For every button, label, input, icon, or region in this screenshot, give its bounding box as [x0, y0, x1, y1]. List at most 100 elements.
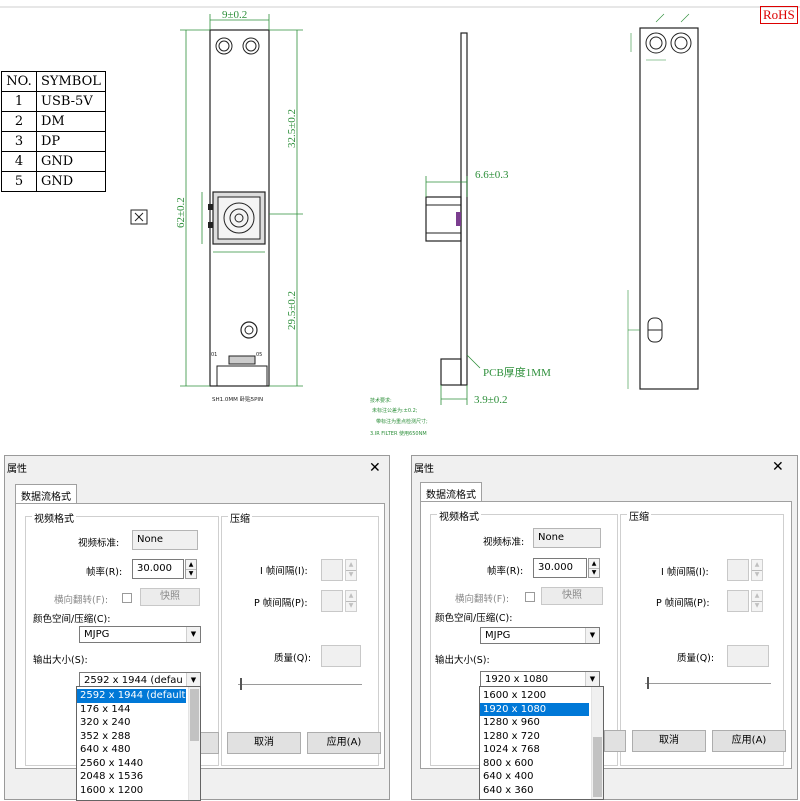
table-header-cell: NO.	[1, 71, 37, 92]
dropdown-option[interactable]: 352 x 288	[80, 730, 131, 742]
dropdown-option[interactable]: 176 x 144	[80, 703, 131, 715]
iframe-input[interactable]	[727, 559, 749, 581]
table-header-cell: SYMBOL	[36, 71, 106, 92]
tab-stream-format[interactable]: 数据流格式	[420, 482, 482, 503]
spin-down-icon[interactable]: ▼	[188, 570, 194, 577]
output-size-dropdown[interactable]: 1600 x 1200 1920 x 1080 1280 x 960 1280 …	[479, 686, 604, 800]
iframe-spinner[interactable]: ▲▼	[345, 559, 357, 581]
frame-rate-label: 帧率(R):	[86, 567, 123, 578]
spin-down-icon[interactable]: ▼	[754, 571, 760, 578]
spin-up-icon[interactable]: ▲	[346, 591, 356, 602]
dropdown-option[interactable]: 1024 x 768	[483, 744, 540, 755]
frame-rate-spinner[interactable]: ▲▼	[185, 559, 197, 579]
ok-button-partial[interactable]	[604, 730, 626, 752]
video-format-group: 视频格式	[25, 510, 219, 766]
table-row: 4 GND	[1, 151, 106, 172]
symbol-table: NO. SYMBOL 1 USB-5V 2 DM 3 DP 4 GND 5 GN…	[1, 71, 106, 192]
dropdown-option[interactable]: 1600 x 1200	[80, 784, 144, 796]
dropdown-option[interactable]: 640 x 480	[80, 744, 131, 755]
quality-slider-track[interactable]	[645, 683, 771, 684]
video-standard-label: 视频标准:	[78, 538, 120, 549]
frame-rate-input[interactable]: 30.000	[132, 559, 184, 579]
output-size-value: 2592 x 1944 (defau	[84, 675, 183, 686]
quality-slider-thumb[interactable]	[240, 678, 242, 690]
spin-down-icon[interactable]: ▼	[348, 571, 354, 578]
flip-label: 横向翻转(F):	[54, 595, 109, 606]
frame-rate-input[interactable]: 30.000	[533, 558, 587, 578]
chevron-down-icon[interactable]: ▼	[186, 627, 200, 642]
dropdown-option[interactable]: 1600 x 1200	[483, 690, 547, 701]
quality-input[interactable]	[727, 645, 769, 667]
output-size-label: 输出大小(S):	[33, 655, 88, 666]
color-space-value: MJPG	[485, 630, 511, 641]
dim-lens: 6.6±0.3	[475, 169, 509, 181]
spin-up-icon[interactable]: ▲	[752, 591, 762, 602]
compress-title: 压缩	[228, 510, 252, 525]
table-row: 2 DM	[1, 111, 106, 132]
chevron-down-icon[interactable]: ▼	[585, 628, 599, 643]
dropdown-option[interactable]: 1280 x 960	[483, 717, 540, 728]
pframe-input[interactable]	[321, 590, 343, 612]
dropdown-option[interactable]: 1920 x 1080	[480, 702, 589, 716]
color-space-select[interactable]: MJPG▼	[79, 626, 201, 643]
dim-width: 9±0.2	[222, 9, 247, 21]
spin-down-icon[interactable]: ▼	[348, 602, 354, 609]
technical-drawing: 9±0.2 62±0.2 32.5±0.2 29.5±0.2 6.6±0.3 P…	[0, 6, 800, 437]
spin-down-icon[interactable]: ▼	[591, 569, 597, 576]
dropdown-scrollbar[interactable]	[591, 687, 603, 799]
cancel-button[interactable]: 取消	[632, 730, 706, 752]
properties-dialog-left: 属性 ✕ 数据流格式 视频格式 压缩 视频标准: None 帧率(R): 30.…	[4, 455, 390, 801]
dropdown-option[interactable]: 800 x 600	[483, 757, 534, 769]
front-view	[130, 14, 303, 387]
output-size-dropdown[interactable]: 2592 x 1944 (default) 176 x 144 320 x 24…	[76, 686, 201, 801]
video-standard-field: None	[132, 530, 198, 550]
flip-checkbox[interactable]	[525, 592, 535, 602]
pframe-spinner[interactable]: ▲▼	[751, 590, 763, 612]
pframe-spinner[interactable]: ▲▼	[345, 590, 357, 612]
output-size-label: 输出大小(S):	[435, 655, 490, 666]
connector-label: SH1.0MM 卧贴5PIN	[212, 395, 263, 403]
flip-checkbox[interactable]	[122, 593, 132, 603]
cancel-button[interactable]: 取消	[227, 732, 301, 754]
dialog-title: 属性	[7, 464, 27, 475]
iframe-spinner[interactable]: ▲▼	[751, 559, 763, 581]
dropdown-option[interactable]: 2560 x 1440	[80, 757, 144, 769]
snapshot-button[interactable]: 快照	[140, 588, 200, 606]
tab-stream-format[interactable]: 数据流格式	[15, 484, 77, 505]
table-row: 3 DP	[1, 131, 106, 152]
quality-slider-thumb[interactable]	[647, 677, 649, 689]
note-line-4: 3.IR FILTER 使用650NM	[370, 430, 427, 437]
spin-up-icon[interactable]: ▲	[752, 560, 762, 571]
chevron-down-icon[interactable]: ▼	[186, 673, 200, 688]
dropdown-option[interactable]: 1280 x 720	[483, 730, 540, 742]
dropdown-option[interactable]: 320 x 240	[80, 717, 131, 728]
dim-pcb: 3.9±0.2	[474, 394, 508, 406]
dropdown-option[interactable]: 2048 x 1536	[80, 771, 144, 782]
apply-button[interactable]: 应用(A)	[712, 730, 786, 752]
dropdown-option[interactable]: 640 x 360	[483, 784, 534, 796]
close-icon[interactable]: ✕	[772, 459, 784, 475]
spin-up-icon[interactable]: ▲	[346, 560, 356, 571]
spin-up-icon[interactable]: ▲	[589, 559, 599, 569]
dim-height: 62±0.2	[175, 197, 187, 228]
iframe-label: I 帧间隔(I):	[260, 566, 308, 577]
dropdown-option[interactable]: 2592 x 1944 (default)	[77, 689, 189, 703]
quality-input[interactable]	[321, 645, 361, 667]
dropdown-scroll-thumb[interactable]	[190, 689, 199, 741]
snapshot-button[interactable]: 快照	[541, 587, 603, 605]
quality-slider-track[interactable]	[238, 684, 362, 685]
frame-rate-spinner[interactable]: ▲▼	[588, 558, 600, 578]
dropdown-scrollbar[interactable]	[188, 687, 200, 800]
apply-button[interactable]: 应用(A)	[307, 732, 381, 754]
pframe-input[interactable]	[727, 590, 749, 612]
spin-up-icon[interactable]: ▲	[186, 560, 196, 570]
close-icon[interactable]: ✕	[369, 460, 381, 476]
color-space-select[interactable]: MJPG ▼	[480, 627, 600, 644]
dropdown-option[interactable]: 640 x 400	[483, 771, 534, 782]
table-row: 5 GND	[1, 171, 106, 192]
iframe-input[interactable]	[321, 559, 343, 581]
spin-down-icon[interactable]: ▼	[754, 602, 760, 609]
chevron-down-icon[interactable]: ▼	[585, 672, 599, 687]
pin-left-label: 01	[211, 352, 217, 358]
dropdown-scroll-thumb[interactable]	[593, 737, 602, 797]
